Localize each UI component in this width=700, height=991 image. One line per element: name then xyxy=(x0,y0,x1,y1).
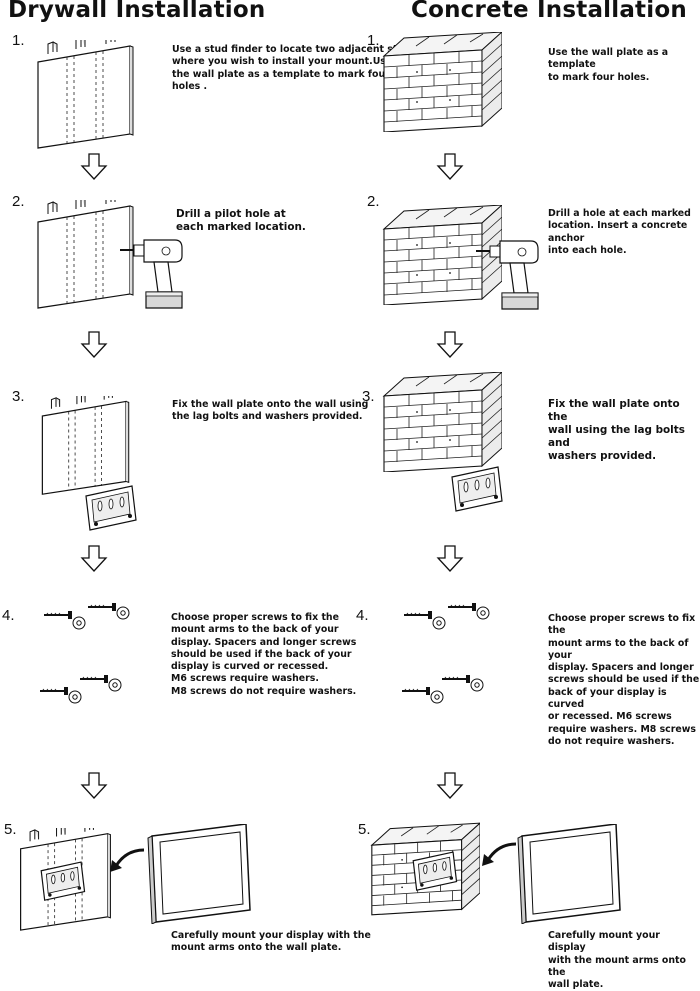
washer-icon xyxy=(430,690,444,704)
wall-plate-icon xyxy=(408,850,460,894)
concrete-step1-text: Use the wall plate as a template to mark… xyxy=(548,47,669,83)
brick-wall-illustration xyxy=(382,32,502,132)
concrete-title: Concrete Installation xyxy=(411,0,687,23)
drill-icon xyxy=(120,232,190,312)
drywall-step1-text: Use a stud finder to locate two adjacent… xyxy=(172,44,416,92)
concrete-step5-number: 5. xyxy=(358,821,371,838)
drywall-step3-text: Fix the wall plate onto the wall using t… xyxy=(172,399,369,423)
drywall-step2-text: Drill a pilot hole at each marked locati… xyxy=(176,208,306,233)
concrete-step4-number: 4. xyxy=(356,607,369,624)
down-arrow-icon xyxy=(80,153,108,181)
drywall-step5-number: 5. xyxy=(4,821,17,838)
concrete-step1-number: 1. xyxy=(367,32,380,49)
concrete-step4-text: Choose proper screws to fix the mount ar… xyxy=(548,613,700,747)
curved-arrow-icon xyxy=(478,840,518,870)
concrete-step2-text: Drill a hole at each marked location. In… xyxy=(548,208,691,256)
down-arrow-icon xyxy=(436,331,464,359)
washer-icon xyxy=(72,616,86,630)
washer-icon xyxy=(68,690,82,704)
drywall-step3-number: 3. xyxy=(12,388,25,405)
brick-wall-illustration xyxy=(382,372,502,472)
down-arrow-icon xyxy=(436,153,464,181)
concrete-step2-number: 2. xyxy=(367,193,380,210)
drill-icon xyxy=(476,233,546,313)
drywall-step4-text: Choose proper screws to fix the mount ar… xyxy=(171,612,357,697)
washer-icon xyxy=(432,616,446,630)
wall-plate-icon xyxy=(36,860,88,904)
concrete-step3-text: Fix the wall plate onto the wall using t… xyxy=(548,398,685,462)
washer-icon xyxy=(116,606,130,620)
concrete-step5-text: Carefully mount your display with the mo… xyxy=(548,930,686,991)
wall-plate-icon xyxy=(80,484,140,534)
drywall-title: Drywall Installation xyxy=(8,0,266,23)
drywall-step1-number: 1. xyxy=(12,32,25,49)
down-arrow-icon xyxy=(80,331,108,359)
down-arrow-icon xyxy=(80,545,108,573)
down-arrow-icon xyxy=(436,772,464,800)
wall-plate-icon xyxy=(446,465,506,515)
curved-arrow-icon xyxy=(106,846,146,876)
washer-icon xyxy=(470,678,484,692)
drywall-step2-number: 2. xyxy=(12,193,25,210)
display-icon xyxy=(146,824,256,924)
washer-icon xyxy=(108,678,122,692)
drywall-step5-text: Carefully mount your display with the mo… xyxy=(171,930,371,954)
drywall-panel-illustration xyxy=(36,40,136,150)
down-arrow-icon xyxy=(436,545,464,573)
washer-icon xyxy=(476,606,490,620)
down-arrow-icon xyxy=(80,772,108,800)
concrete-step3-number: 3. xyxy=(362,388,375,405)
display-icon xyxy=(516,824,626,924)
drywall-step4-number: 4. xyxy=(2,607,15,624)
drywall-panel-illustration xyxy=(36,396,136,496)
